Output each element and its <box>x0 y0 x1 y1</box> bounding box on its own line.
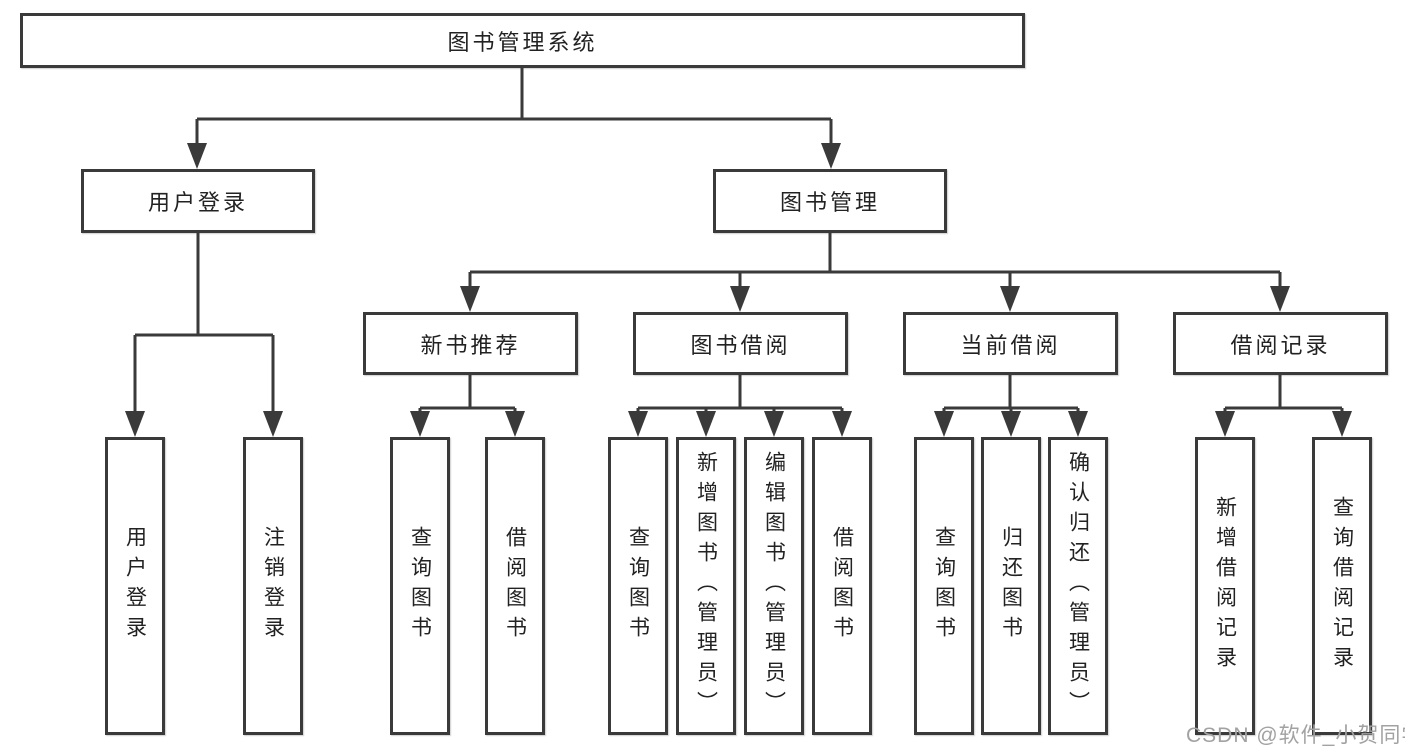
node-system-root: 图书管理系统 <box>20 13 1025 68</box>
csdn-watermark: CSDN @软件_小贺同学 <box>1186 724 1405 747</box>
leaf-return-books: 归还图书 <box>981 437 1041 735</box>
leaf-logout: 注销登录 <box>243 437 303 735</box>
node-book-borrowing: 图书借阅 <box>633 312 848 375</box>
leaf-confirm-return-admin: 确认归还（管理员） <box>1048 437 1108 735</box>
node-book-management: 图书管理 <box>713 169 947 233</box>
node-borrow-records: 借阅记录 <box>1173 312 1388 375</box>
leaf-borrow-books-borrowing: 借阅图书 <box>812 437 872 735</box>
leaf-user-login: 用户登录 <box>105 437 165 735</box>
leaf-query-books-recommend: 查询图书 <box>390 437 450 735</box>
leaf-add-book-admin: 新增图书（管理员） <box>676 437 736 735</box>
leaf-borrow-books-recommend: 借阅图书 <box>485 437 545 735</box>
leaf-add-borrow-record: 新增借阅记录 <box>1195 437 1255 735</box>
leaf-query-borrow-record: 查询借阅记录 <box>1312 437 1372 735</box>
node-current-borrowing: 当前借阅 <box>903 312 1118 375</box>
leaf-query-books-current: 查询图书 <box>914 437 974 735</box>
node-new-book-recommend: 新书推荐 <box>363 312 578 375</box>
leaf-edit-book-admin: 编辑图书（管理员） <box>744 437 804 735</box>
leaf-query-books-borrowing: 查询图书 <box>608 437 668 735</box>
node-user-login: 用户登录 <box>81 169 315 233</box>
arrowheads <box>125 143 1352 437</box>
